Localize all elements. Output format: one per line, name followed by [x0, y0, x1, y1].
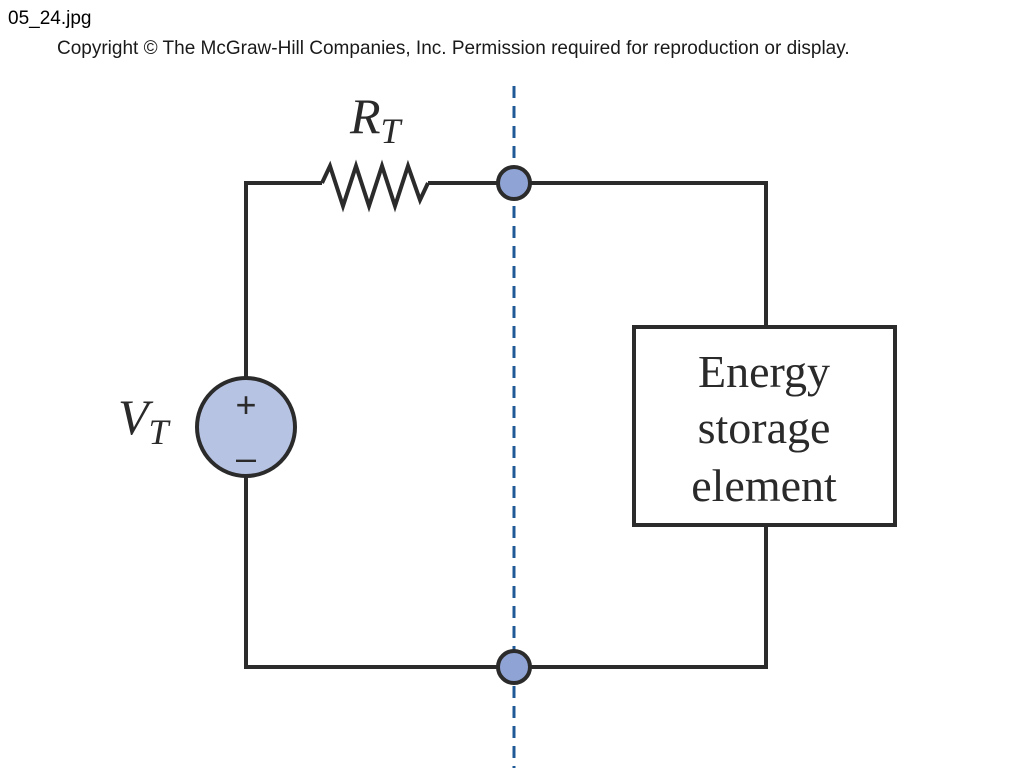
terminal-top — [496, 165, 532, 201]
resistor-label-main: R — [349, 88, 381, 144]
source-label-main: V — [118, 389, 154, 445]
wire-left-top — [244, 181, 322, 378]
resistor-label-subscript: T — [381, 111, 404, 151]
resistor-zigzag — [320, 159, 430, 213]
voltage-source-circle — [195, 376, 297, 478]
source-label-subscript: T — [149, 412, 172, 452]
storage-element-line-3: element — [691, 460, 837, 511]
storage-element-line-2: storage — [698, 402, 831, 453]
filename-label: 05_24.jpg — [8, 8, 92, 29]
copyright-notice: Copyright © The McGraw-Hill Companies, I… — [57, 38, 850, 59]
storage-element-box — [632, 325, 897, 527]
storage-element-line-1: Energy — [698, 346, 830, 397]
source-label: VT — [118, 389, 172, 452]
resistor-label: RT — [349, 88, 404, 151]
voltage-source-minus: – — [236, 437, 256, 478]
wires — [244, 159, 768, 669]
wire-top-right — [428, 181, 768, 327]
terminal-bottom — [496, 649, 532, 685]
voltage-source-plus: + — [235, 384, 256, 425]
